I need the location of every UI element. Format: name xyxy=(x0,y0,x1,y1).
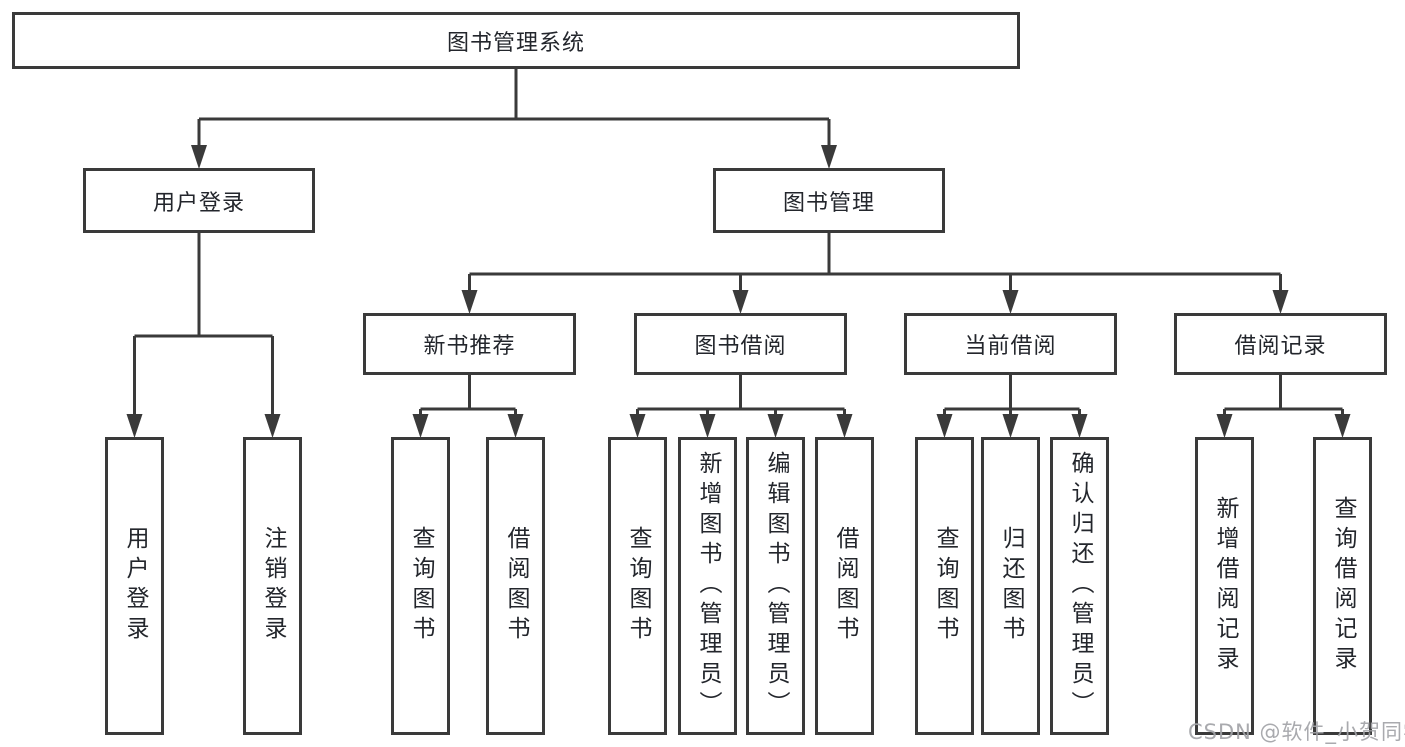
leaf-edit-books-admin: 编辑图书（管理员） xyxy=(746,437,805,735)
node-label: 新书推荐 xyxy=(423,334,516,359)
node-label: 图书管理 xyxy=(782,190,875,216)
node-label: 编辑图书（管理员） xyxy=(763,451,789,721)
leaf-user-login: 用户登录 xyxy=(105,437,164,735)
node-label: 用户登录 xyxy=(152,190,245,216)
arrowheads xyxy=(126,145,1351,438)
node-label: 查询图书 xyxy=(408,526,434,646)
leaf-query-borrow-record: 查询借阅记录 xyxy=(1313,437,1372,735)
node-label: 查询图书 xyxy=(625,526,651,646)
node-borrow-records: 借阅记录 xyxy=(1174,313,1387,375)
node-book-borrow: 图书借阅 xyxy=(634,313,847,375)
node-label: 当前借阅 xyxy=(964,334,1057,359)
node-label: 图书借阅 xyxy=(694,334,787,359)
node-label: 查询借阅记录 xyxy=(1330,496,1356,676)
leaf-return-books: 归还图书 xyxy=(981,437,1040,735)
leaf-query-books-borrow: 查询图书 xyxy=(608,437,667,735)
node-library-management-system: 图书管理系统 xyxy=(12,12,1020,69)
node-label: 新增借阅记录 xyxy=(1212,496,1238,676)
node-new-book-recommend: 新书推荐 xyxy=(363,313,576,375)
node-label: 确认归还（管理员） xyxy=(1067,451,1093,721)
leaf-confirm-return-admin: 确认归还（管理员） xyxy=(1050,437,1109,735)
connector-paths xyxy=(133,68,1344,418)
leaf-add-borrow-record: 新增借阅记录 xyxy=(1195,437,1254,735)
node-label: 注销登录 xyxy=(260,526,286,646)
node-label: 新增图书（管理员） xyxy=(695,451,721,721)
node-label: 借阅图书 xyxy=(503,526,529,646)
leaf-borrow-books-recommend: 借阅图书 xyxy=(486,437,545,735)
node-label: 借阅记录 xyxy=(1234,334,1327,359)
node-label: 查询图书 xyxy=(932,526,958,646)
csdn-watermark: CSDN @软件_小贺同学 xyxy=(1188,720,1405,744)
leaf-query-books-recommend: 查询图书 xyxy=(391,437,450,735)
node-label: 用户登录 xyxy=(122,526,148,646)
node-label: 图书管理系统 xyxy=(446,30,585,56)
node-book-management-branch: 图书管理 xyxy=(713,168,945,233)
node-user-login-branch: 用户登录 xyxy=(83,168,315,233)
node-current-borrow: 当前借阅 xyxy=(904,313,1117,375)
leaf-add-books-admin: 新增图书（管理员） xyxy=(678,437,737,735)
leaf-query-books-current: 查询图书 xyxy=(915,437,974,735)
leaf-logout: 注销登录 xyxy=(243,437,302,735)
leaf-borrow-books: 借阅图书 xyxy=(815,437,874,735)
node-label: 借阅图书 xyxy=(832,526,858,646)
node-label: 归还图书 xyxy=(998,526,1024,646)
